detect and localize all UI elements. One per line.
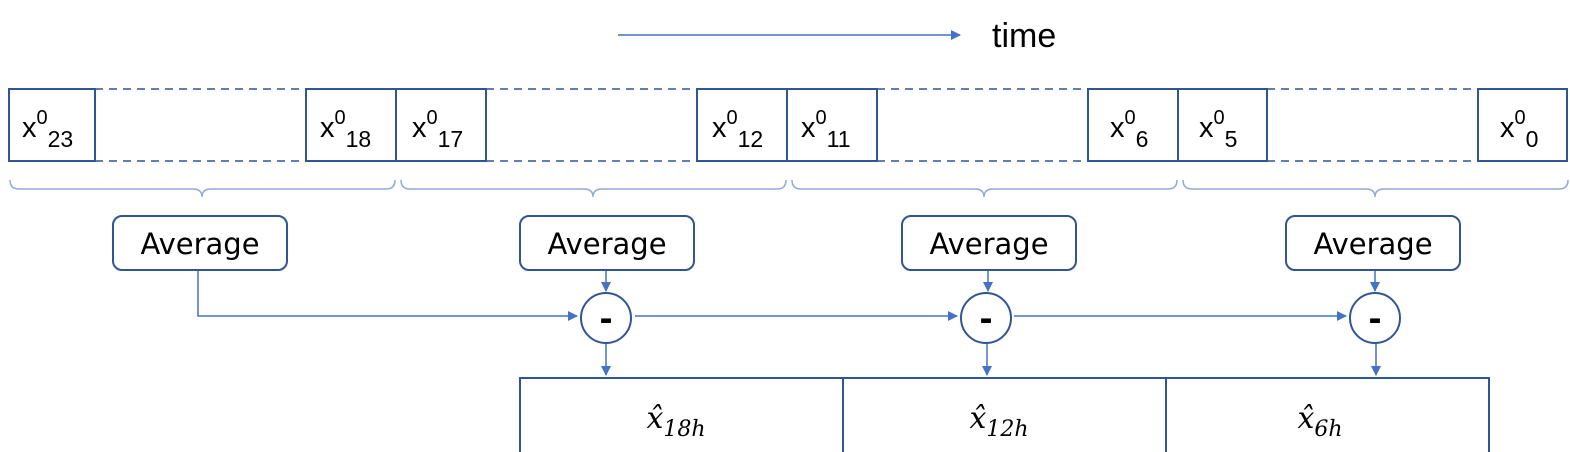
sequence-dashes bbox=[95, 88, 1478, 162]
subtract-nodes: - - - bbox=[580, 292, 1401, 344]
cell-label-x11: x011 bbox=[801, 107, 851, 152]
subtract-symbol-1: - bbox=[599, 300, 612, 338]
time-axis: time bbox=[618, 17, 1056, 55]
cell-x12 bbox=[696, 88, 788, 162]
cell-label-x6: x06 bbox=[1110, 107, 1148, 152]
cell-label-x23: x023 bbox=[22, 107, 73, 152]
subtract-symbol-3: - bbox=[1368, 300, 1381, 338]
average-box-4 bbox=[1285, 215, 1461, 271]
cell-x0 bbox=[1477, 88, 1568, 162]
output-table-frame bbox=[519, 377, 1490, 452]
cell-labels: x023 x018 x017 x012 x011 x06 x05 x00 bbox=[22, 107, 1538, 152]
bracket-2 bbox=[400, 179, 787, 198]
average-label-1: Average bbox=[140, 227, 259, 261]
bracket-1 bbox=[9, 179, 396, 198]
subtract-node-3 bbox=[1349, 292, 1401, 344]
subtract-node-2 bbox=[960, 292, 1012, 344]
average-label-2: Average bbox=[547, 227, 666, 261]
cell-label-x0: x00 bbox=[1500, 107, 1538, 152]
cell-label-x17: x017 bbox=[412, 107, 463, 152]
average-box-3 bbox=[901, 215, 1077, 271]
output-table: x̂18h x̂12h x̂6h bbox=[519, 377, 1490, 452]
bracket-4 bbox=[1182, 179, 1569, 198]
subtract-symbol-2: - bbox=[979, 300, 992, 338]
cell-x11 bbox=[786, 88, 878, 162]
sequence-cells bbox=[8, 88, 1568, 162]
output-cell-12h: x̂12h bbox=[969, 401, 1028, 442]
average-label-3: Average bbox=[929, 227, 1048, 261]
output-cell-6h: x̂6h bbox=[1297, 401, 1342, 442]
cell-label-x18: x018 bbox=[320, 107, 371, 152]
subtract-node-1 bbox=[580, 292, 632, 344]
cell-x5 bbox=[1177, 88, 1268, 162]
average-box-1 bbox=[112, 215, 288, 271]
output-cell-18h: x̂18h bbox=[646, 401, 705, 442]
cell-label-x12: x012 bbox=[712, 107, 763, 152]
average-label-4: Average bbox=[1313, 227, 1432, 261]
cell-x23 bbox=[8, 88, 96, 162]
cell-x6 bbox=[1087, 88, 1179, 162]
time-label: time bbox=[992, 17, 1056, 55]
connector-avg1-to-sub1 bbox=[197, 270, 578, 321]
cell-x17 bbox=[395, 88, 487, 162]
bracket-3 bbox=[791, 179, 1178, 198]
cell-x18 bbox=[305, 88, 397, 162]
cell-label-x5: x05 bbox=[1199, 107, 1237, 152]
group-brackets bbox=[9, 179, 1569, 198]
average-box-2 bbox=[519, 215, 695, 271]
average-nodes: Average Average Average Average bbox=[112, 215, 1461, 271]
connectors bbox=[197, 270, 1381, 376]
